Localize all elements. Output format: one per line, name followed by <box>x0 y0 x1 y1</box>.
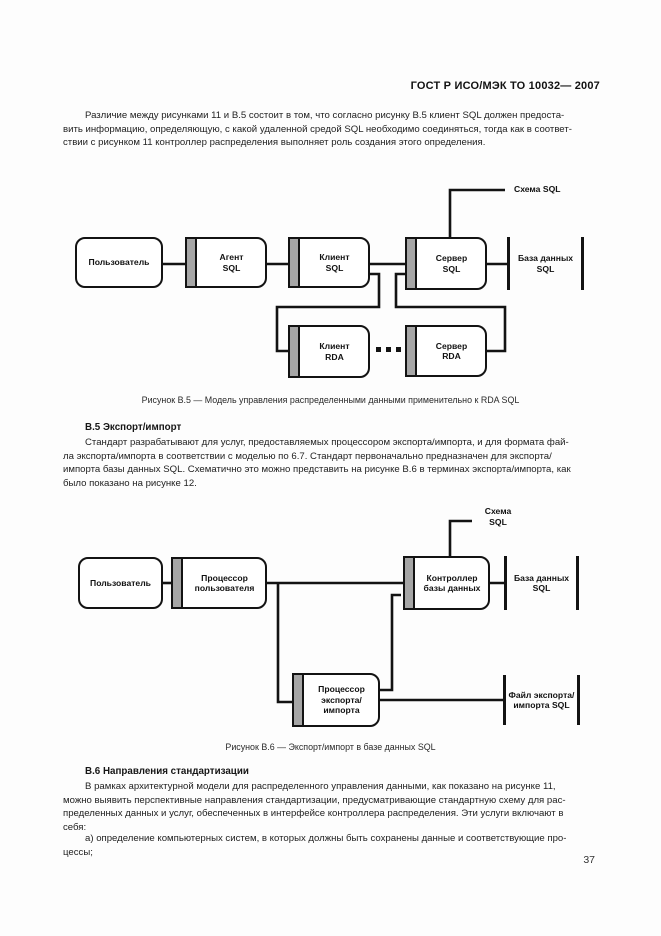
processor-stripe-icon <box>407 327 417 375</box>
b6-export-processor-label: Процессор экспорта/ импорта <box>318 684 365 716</box>
section-b6-paragraph: В рамках архитектурной модели для распре… <box>63 781 566 833</box>
b5-sql-database-label: База данных SQL <box>517 253 574 274</box>
b5-sql-database-node: База данных SQL <box>507 237 584 290</box>
b5-schema-line <box>448 188 505 238</box>
processor-stripe-icon <box>290 327 300 376</box>
b6-db-controller-node: Контроллер базы данных <box>403 556 490 610</box>
b6-user-node: Пользователь <box>78 557 163 609</box>
section-b5-paragraph: Стандарт разрабатывают для услуг, предос… <box>63 437 571 489</box>
b5-rda-client-label: Клиент RDA <box>319 341 350 362</box>
b6-export-file-node: Файл экспорта/ импорта SQL <box>503 675 580 725</box>
b5-user-label: Пользователь <box>88 257 150 268</box>
b6-sql-database-label: База данных SQL <box>513 572 570 594</box>
processor-stripe-icon <box>407 239 417 288</box>
b5-user-node: Пользователь <box>75 237 163 288</box>
b6-user-processor-node: Процессор пользователя <box>171 557 267 609</box>
b6-schema-line <box>448 519 472 558</box>
b6-user-processor-label: Процессор пользователя <box>194 572 255 594</box>
b5-rda-server-label: Сервер RDA <box>435 340 468 362</box>
processor-stripe-icon <box>187 239 197 286</box>
b5-sql-agent-node: Агент SQL <box>185 237 267 288</box>
processor-stripe-icon <box>405 558 415 608</box>
b5-rda-client-node: Клиент RDA <box>288 325 370 378</box>
ellipsis-icon <box>376 347 401 352</box>
processor-stripe-icon <box>290 239 300 286</box>
intro-paragraph: Различие между рисунками 11 и В.5 состои… <box>63 110 572 149</box>
b6-schema-sql-label: Схема SQL <box>484 506 512 527</box>
b5-sql-server-label: Сервер SQL <box>435 253 468 274</box>
b5-rda-server-node: Сервер RDA <box>405 325 487 377</box>
b5-schema-sql-label: Схема SQL <box>514 184 561 194</box>
b6-export-processor-node: Процессор экспорта/ импорта <box>292 673 380 727</box>
page-number: 37 <box>583 854 595 866</box>
b6-sql-database-node: База данных SQL <box>504 556 579 610</box>
b6-user-label: Пользователь <box>90 577 151 588</box>
b5-sql-client-label: Клиент SQL <box>319 252 350 273</box>
figure-b5-caption: Рисунок В.5 — Модель управления распреде… <box>141 395 520 405</box>
b6-controller-export-route <box>379 593 401 692</box>
section-b6-heading: В.6 Направления стандартизации <box>85 766 249 777</box>
figure-b6-caption: Рисунок В.6 — Экспорт/импорт в базе данн… <box>225 742 436 752</box>
b5-sql-server-node: Сервер SQL <box>405 237 487 290</box>
b5-sql-client-node: Клиент SQL <box>288 237 370 288</box>
page-header: ГОСТ Р ИСО/МЭК ТО 10032— 2007 <box>410 80 600 92</box>
section-b6-item-a: а) определение компьютерных систем, в ко… <box>63 833 567 858</box>
b6-export-file-label: Файл экспорта/ импорта SQL <box>508 689 575 711</box>
b5-sql-agent-label: Агент SQL <box>219 252 244 273</box>
processor-stripe-icon <box>173 559 183 607</box>
section-b5-heading: В.5 Экспорт/импорт <box>85 422 182 433</box>
b6-db-controller-label: Контроллер базы данных <box>423 572 481 594</box>
processor-stripe-icon <box>294 675 304 725</box>
